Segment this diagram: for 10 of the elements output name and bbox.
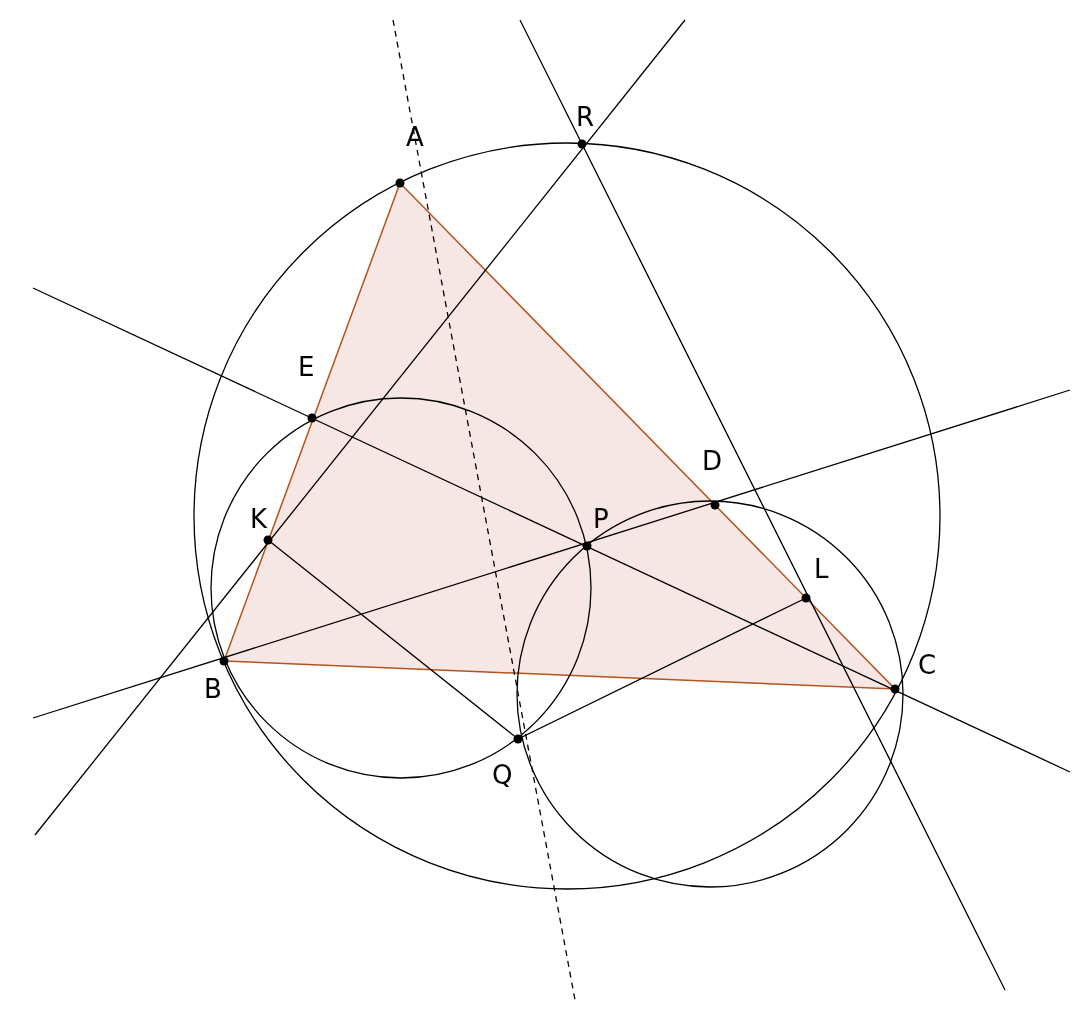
point-label: B — [204, 676, 222, 702]
point-label: P — [593, 506, 609, 532]
point-label: A — [406, 124, 424, 150]
point-label: R — [576, 104, 595, 130]
point-label: L — [814, 556, 829, 582]
point-label: C — [918, 652, 937, 678]
point-label: E — [298, 354, 315, 380]
point-label: K — [250, 506, 268, 532]
point-label: Q — [492, 762, 513, 788]
point-label: D — [702, 448, 723, 474]
